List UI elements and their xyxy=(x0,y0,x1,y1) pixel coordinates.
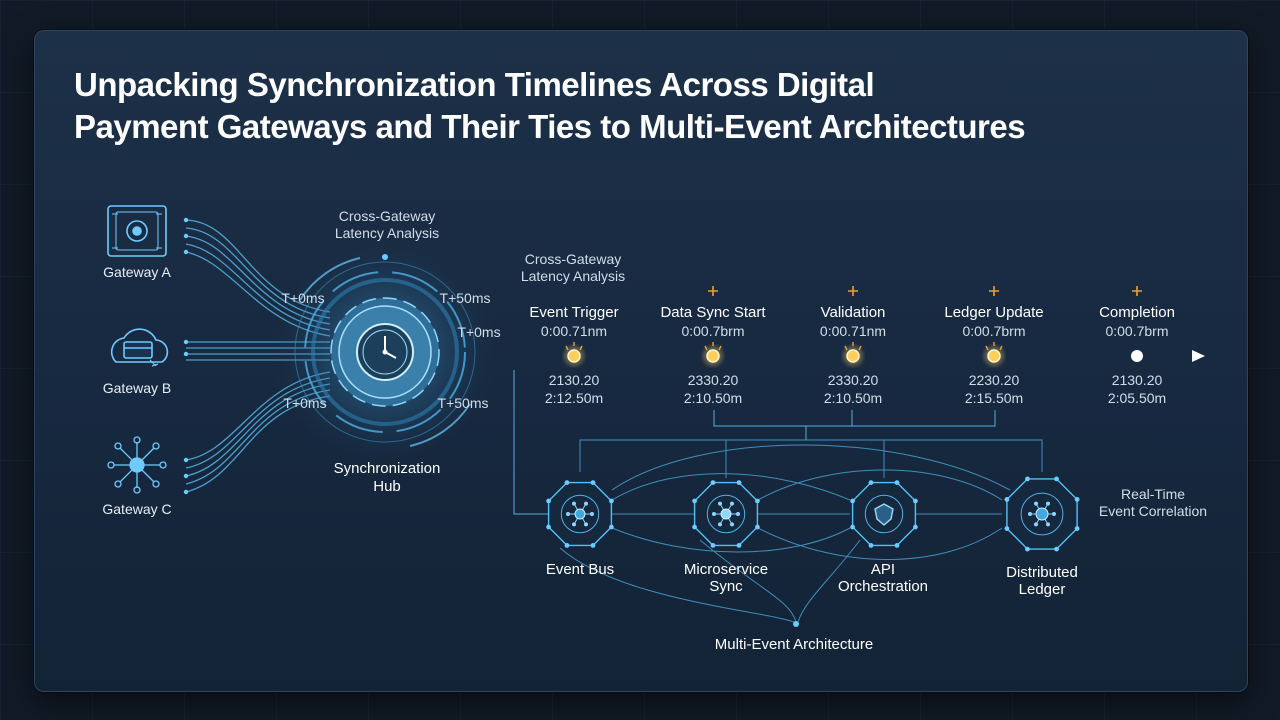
architecture-links xyxy=(559,439,1043,623)
event-stamp: 2:10.50m xyxy=(683,390,743,406)
shield-node-icon xyxy=(850,480,918,548)
wire-port xyxy=(183,473,189,479)
ledger-node-icon xyxy=(1004,476,1080,552)
event-marker xyxy=(843,286,863,366)
cloud-card-icon xyxy=(110,328,169,367)
hub-marker xyxy=(382,254,388,260)
synchronization-hub xyxy=(273,240,497,464)
event-time: 0:00.7brm xyxy=(681,323,745,339)
hub-node-icon xyxy=(546,480,614,548)
architecture-title: Multi-Event Architecture xyxy=(714,636,874,653)
gateway-b-label: Gateway B xyxy=(102,380,172,396)
event-stamp: 2:12.50m xyxy=(544,390,604,406)
event-stamp: 2:15.50m xyxy=(964,390,1024,406)
gear-icon xyxy=(330,297,440,407)
event-time: 0:00.71nm xyxy=(540,323,608,339)
spark-icon xyxy=(1132,286,1142,296)
arch-node-label-api: API Orchestration xyxy=(837,561,929,595)
hub-bottom-label: Synchronization Hub xyxy=(333,460,441,495)
event-marker xyxy=(1131,286,1143,362)
event-name: Data Sync Start xyxy=(660,304,766,321)
arch-node-label-event-bus: Event Bus xyxy=(545,561,615,578)
event-date: 2330.20 xyxy=(827,372,879,388)
network-hub-icon xyxy=(107,436,167,494)
wire-port xyxy=(183,249,189,255)
hub-offset-top-right: T+50ms xyxy=(439,290,491,306)
hub-offset-bottom-right: T+50ms xyxy=(437,395,489,411)
event-time: 0:00.7brm xyxy=(962,323,1026,339)
spark-icon xyxy=(708,286,718,296)
wire-port xyxy=(183,457,189,463)
event-time: 0:00.7brm xyxy=(1105,323,1169,339)
event-date: 2230.20 xyxy=(968,372,1020,388)
hub-offset-right: T+0ms xyxy=(457,324,501,340)
wire-port xyxy=(183,217,189,223)
event-date: 2130.20 xyxy=(1111,372,1163,388)
spark-icon xyxy=(848,286,858,296)
hub-top-label: Cross-Gateway Latency Analysis xyxy=(334,208,440,241)
title-line-1: Unpacking Synchronization Timelines Acro… xyxy=(74,66,875,103)
realtime-label: Real-Time Event Correlation xyxy=(1098,486,1208,519)
timeline-bracket xyxy=(513,370,996,515)
hub-offset-top-left: T+0ms xyxy=(281,290,325,306)
event-name: Event Trigger xyxy=(529,304,619,321)
title-line-2: Payment Gateways and Their Ties to Multi… xyxy=(74,108,1026,145)
event-stamp: 2:10.50m xyxy=(823,390,883,406)
event-time: 0:00.71nm xyxy=(819,323,887,339)
wire-port xyxy=(183,489,189,495)
timeline-caption: Cross-Gateway Latency Analysis xyxy=(520,251,626,284)
timeline xyxy=(440,350,1205,362)
gear-node-icon xyxy=(692,480,760,548)
architecture-anchor xyxy=(793,621,799,627)
hub-offset-bottom-left: T+0ms xyxy=(283,395,327,411)
page-title: Unpacking Synchronization Timelines Acro… xyxy=(74,64,1026,148)
diagram-panel xyxy=(34,30,1248,692)
wire-port xyxy=(183,233,189,239)
event-marker xyxy=(564,342,584,366)
event-name: Ledger Update xyxy=(944,304,1044,321)
event-name: Validation xyxy=(820,304,886,321)
event-marker xyxy=(984,286,1004,366)
event-date: 2330.20 xyxy=(687,372,739,388)
chip-icon xyxy=(107,205,167,257)
arch-node-label-microservice: Microservice Sync xyxy=(683,561,769,595)
gateway-a-label: Gateway A xyxy=(103,264,171,280)
event-name: Completion xyxy=(1099,304,1175,321)
event-stamp: 2:05.50m xyxy=(1107,390,1167,406)
gateway-c-label: Gateway C xyxy=(102,501,172,517)
arch-node-label-ledger: Distributed Ledger xyxy=(1006,564,1078,598)
timeline-arrow xyxy=(1192,350,1205,362)
wire-port xyxy=(183,339,189,345)
spark-icon xyxy=(989,286,999,296)
wire-port xyxy=(183,351,189,357)
event-marker xyxy=(703,286,723,366)
event-date: 2130.20 xyxy=(548,372,600,388)
